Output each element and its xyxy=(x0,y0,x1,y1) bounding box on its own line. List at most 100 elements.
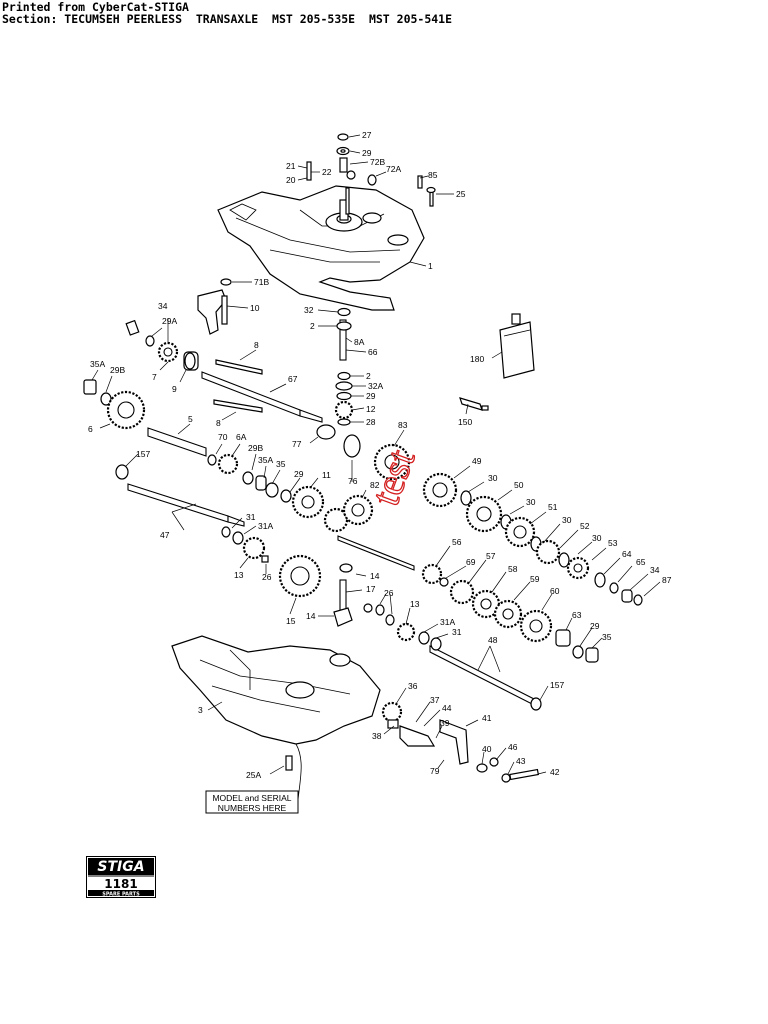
callout-43: 43 xyxy=(516,756,526,766)
stiga-caption: SPARE PARTS xyxy=(102,892,140,898)
callout-6: 6 xyxy=(88,424,93,434)
callout-38: 38 xyxy=(372,731,382,741)
callout-49: 49 xyxy=(472,456,482,466)
callout-46: 46 xyxy=(508,742,518,752)
callout-72a: 72A xyxy=(386,164,401,174)
callout-3: 3 xyxy=(198,705,203,715)
callout-30-b: 30 xyxy=(526,497,536,507)
callout-39: 39 xyxy=(440,718,450,728)
callout-35-right: 35 xyxy=(602,632,612,642)
watermark: test xyxy=(362,443,425,512)
callout-10: 10 xyxy=(250,303,260,313)
callout-66: 66 xyxy=(368,347,378,357)
callout-2-lower: 2 xyxy=(366,371,371,381)
callout-70: 70 xyxy=(218,432,228,442)
callout-35: 35 xyxy=(276,459,286,469)
oil-bottle xyxy=(499,313,535,379)
callout-59: 59 xyxy=(530,574,540,584)
model-serial-line1: MODEL and SERIAL xyxy=(212,793,291,803)
shafts xyxy=(127,319,537,707)
callout-47: 47 xyxy=(160,530,170,540)
callout-82: 82 xyxy=(370,480,380,490)
callout-87: 87 xyxy=(662,575,672,585)
callout-79: 79 xyxy=(430,766,440,776)
callout-31a-upper: 31A xyxy=(258,521,273,531)
callout-71b: 71B xyxy=(254,277,269,287)
model-serial-box: MODEL and SERIAL NUMBERS HERE xyxy=(205,790,299,814)
stiga-logo: STIGA 1181 SPARE PARTS xyxy=(86,856,156,898)
callout-8-lower: 8 xyxy=(216,418,221,428)
callout-31a-lower: 31A xyxy=(440,617,455,627)
upper-housing xyxy=(217,185,425,311)
callout-27: 27 xyxy=(362,130,372,140)
callout-6a: 6A xyxy=(236,432,247,442)
callout-67: 67 xyxy=(288,374,298,384)
callout-72b: 72B xyxy=(370,157,385,167)
callout-157-lower: 157 xyxy=(550,680,564,690)
callout-44: 44 xyxy=(442,703,452,713)
callout-41: 41 xyxy=(482,713,492,723)
callout-14-lower: 14 xyxy=(306,611,316,621)
callout-13-upper: 13 xyxy=(234,570,244,580)
callout-20: 20 xyxy=(286,175,296,185)
callout-2-upper: 2 xyxy=(310,321,315,331)
callout-25a: 25A xyxy=(246,770,261,780)
callout-29-mid: 29 xyxy=(294,469,304,479)
callout-28: 28 xyxy=(366,417,376,427)
callout-34-right: 34 xyxy=(650,565,660,575)
callout-37: 37 xyxy=(430,695,440,705)
callout-11: 11 xyxy=(322,470,331,480)
callout-8a: 8A xyxy=(354,337,365,347)
top-small-parts xyxy=(306,133,436,215)
print-source-line: Printed from CyberCat-STIGA xyxy=(2,0,189,14)
callout-51: 51 xyxy=(548,502,558,512)
callout-29-center: 29 xyxy=(366,391,376,401)
callout-labels: 27 29 72B 21 22 72A 20 85 25 1 71B 34 10… xyxy=(88,130,672,780)
callout-50: 50 xyxy=(514,480,524,490)
callout-29a: 29A xyxy=(162,316,177,326)
callout-9: 9 xyxy=(172,384,177,394)
callout-29-top: 29 xyxy=(362,148,372,158)
callout-60: 60 xyxy=(550,586,560,596)
watermark-text: test xyxy=(362,443,423,511)
brake-assembly xyxy=(285,701,540,783)
leader-lines xyxy=(91,134,661,775)
callout-76: 76 xyxy=(348,476,358,486)
callout-65: 65 xyxy=(636,557,646,567)
model-serial-line2: NUMBERS HERE xyxy=(218,803,287,813)
callout-30-d: 30 xyxy=(592,533,602,543)
callout-83: 83 xyxy=(398,420,408,430)
callout-29b-lower: 29B xyxy=(248,443,263,453)
callout-32a: 32A xyxy=(368,381,383,391)
callout-7: 7 xyxy=(152,372,157,382)
callout-17: 17 xyxy=(366,584,376,594)
callout-180: 180 xyxy=(470,354,484,364)
callout-35a-lower: 35A xyxy=(258,455,273,465)
shift-assembly xyxy=(83,278,232,430)
callout-29b: 29B xyxy=(110,365,125,375)
callout-22: 22 xyxy=(322,167,332,177)
callout-31-lower: 31 xyxy=(452,627,462,637)
callout-30-c: 30 xyxy=(562,515,572,525)
callout-30-a: 30 xyxy=(488,473,498,483)
callout-14-upper: 14 xyxy=(370,571,380,581)
callout-26-upper: 26 xyxy=(262,572,272,582)
callout-69: 69 xyxy=(466,557,476,567)
callout-21: 21 xyxy=(286,161,296,171)
center-stack xyxy=(316,307,361,458)
callout-32: 32 xyxy=(304,305,314,315)
callout-64: 64 xyxy=(622,549,632,559)
callout-29-right: 29 xyxy=(590,621,600,631)
callout-5: 5 xyxy=(188,414,193,424)
callout-40: 40 xyxy=(482,744,492,754)
callout-58: 58 xyxy=(508,564,518,574)
lower-housing xyxy=(171,635,381,801)
callout-1: 1 xyxy=(428,261,433,271)
callout-63: 63 xyxy=(572,610,582,620)
callout-31-upper: 31 xyxy=(246,512,256,522)
callout-150: 150 xyxy=(458,417,472,427)
callout-8-upper: 8 xyxy=(254,340,259,350)
callout-52: 52 xyxy=(580,521,590,531)
callout-56: 56 xyxy=(452,537,462,547)
